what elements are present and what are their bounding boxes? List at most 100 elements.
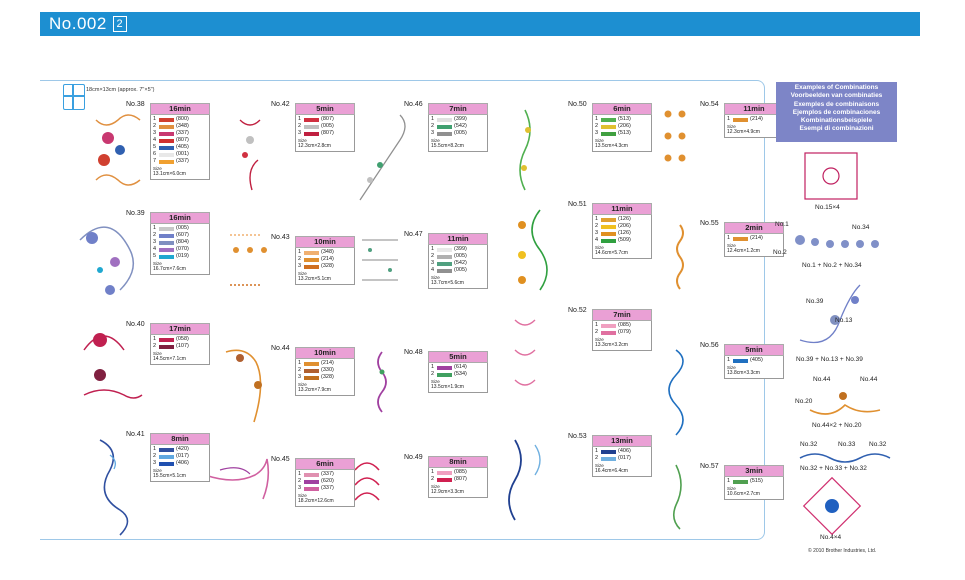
thread-row: 1(807)	[298, 116, 334, 122]
thread-index: 3	[298, 130, 302, 136]
size-label: Size	[153, 261, 162, 266]
hoop-icon	[63, 84, 85, 110]
design-number: No.52	[568, 307, 587, 314]
design-number: No.46	[404, 101, 423, 108]
design-number: No.47	[404, 231, 423, 238]
thread-row: 1(405)	[727, 357, 763, 363]
thread-color-swatch	[601, 323, 616, 328]
thread-index: 3	[298, 374, 302, 380]
combo-no44-20-art	[809, 392, 881, 415]
thread-color-swatch	[601, 449, 616, 454]
thread-row: 1(420)	[153, 446, 189, 452]
thread-row: 2(005)	[431, 253, 467, 259]
thread-color-swatch	[304, 250, 319, 255]
combo-no39-13-39-art	[799, 284, 861, 344]
thread-row: 2(206)	[595, 123, 631, 129]
design-number: No.43	[271, 234, 290, 241]
thread-code: 534	[455, 371, 466, 377]
hoop-size: 18cm×13cm (approx. 7"×5")	[86, 87, 155, 93]
thread-color-swatch	[304, 264, 319, 269]
size-label: Size	[431, 484, 440, 489]
size-value: 12.4cm×1.2cm	[727, 248, 760, 254]
thread-index: 3	[595, 230, 599, 236]
thread-code: 337	[177, 158, 188, 164]
size-value: 15.5cm×5.1cm	[153, 473, 186, 479]
thread-code: 214	[751, 235, 762, 241]
thread-index: 3	[153, 460, 157, 466]
thread-code: 542	[455, 123, 466, 129]
combo-caption-5a: No.32	[800, 441, 818, 448]
size-value: 15.5cm×8.2cm	[431, 143, 464, 149]
stitch-time: 5min	[724, 344, 784, 356]
thread-index: 4	[153, 246, 157, 252]
thread-row: 1(337)	[298, 471, 334, 477]
thread-code: 330	[322, 367, 333, 373]
thread-code: 620	[322, 478, 333, 484]
size-value: 14.6cm×5.7cm	[595, 250, 628, 256]
thread-index: 7	[153, 158, 157, 164]
stitch-time: 8min	[428, 456, 488, 468]
stitch-time: 10min	[295, 236, 355, 248]
thread-index: 3	[595, 130, 599, 136]
thread-code: 214	[751, 116, 762, 122]
design-number: No.45	[271, 456, 290, 463]
thread-color-swatch	[601, 217, 616, 222]
thread-color-swatch	[733, 358, 748, 363]
thread-code: 804	[177, 239, 188, 245]
combo-caption-1: No.15×4	[815, 204, 840, 211]
thread-list: 1(800)2(348)3(337)4(807)5(405)6(001)7(33…	[150, 115, 210, 180]
thread-code: 337	[322, 485, 333, 491]
thread-index: 4	[153, 137, 157, 143]
thread-row: 2(107)	[153, 343, 189, 349]
design-number: No.44	[271, 345, 290, 352]
thread-code: 509	[619, 237, 630, 243]
thread-row: 4(005)	[431, 267, 467, 273]
design-number: No.50	[568, 101, 587, 108]
thread-row: 1(513)	[595, 116, 631, 122]
thread-row: 3(126)	[595, 230, 631, 236]
combo-caption-4b: No.44	[860, 376, 878, 383]
thread-index: 3	[431, 130, 435, 136]
thread-row: 1(085)	[595, 322, 631, 328]
thread-row: 2(534)	[431, 371, 467, 377]
size-value: 12.9cm×3.3cm	[431, 489, 464, 495]
thread-color-swatch	[304, 479, 319, 484]
thread-color-swatch	[733, 236, 748, 241]
thread-row: 3(328)	[298, 374, 334, 380]
thread-code: 005	[455, 130, 466, 136]
thread-index: 1	[595, 116, 599, 122]
thread-row: 3(542)	[431, 260, 467, 266]
thread-color-swatch	[159, 226, 174, 231]
thread-code: 800	[177, 116, 188, 122]
thread-row: 1(348)	[298, 249, 334, 255]
size-label: Size	[727, 243, 736, 248]
thread-row: 1(005)	[153, 225, 189, 231]
thread-code: 337	[177, 130, 188, 136]
thread-color-swatch	[304, 124, 319, 129]
combinations-title-it: Esempi di combinazioni	[799, 125, 874, 133]
thread-color-swatch	[601, 231, 616, 236]
thread-code: 126	[619, 216, 630, 222]
size-value: 13.7cm×5.6cm	[431, 280, 464, 286]
thread-color-swatch	[601, 131, 616, 136]
thread-row: 1(614)	[431, 364, 467, 370]
thread-index: 2	[431, 476, 435, 482]
combinations-title-es: Ejemplos de combinaciones	[792, 108, 881, 116]
thread-index: 1	[727, 357, 731, 363]
thread-code: 399	[455, 116, 466, 122]
thread-color-swatch	[601, 224, 616, 229]
thread-row: 1(214)	[727, 116, 763, 122]
thread-index: 1	[298, 249, 302, 255]
thread-color-swatch	[304, 117, 319, 122]
thread-index: 3	[153, 239, 157, 245]
